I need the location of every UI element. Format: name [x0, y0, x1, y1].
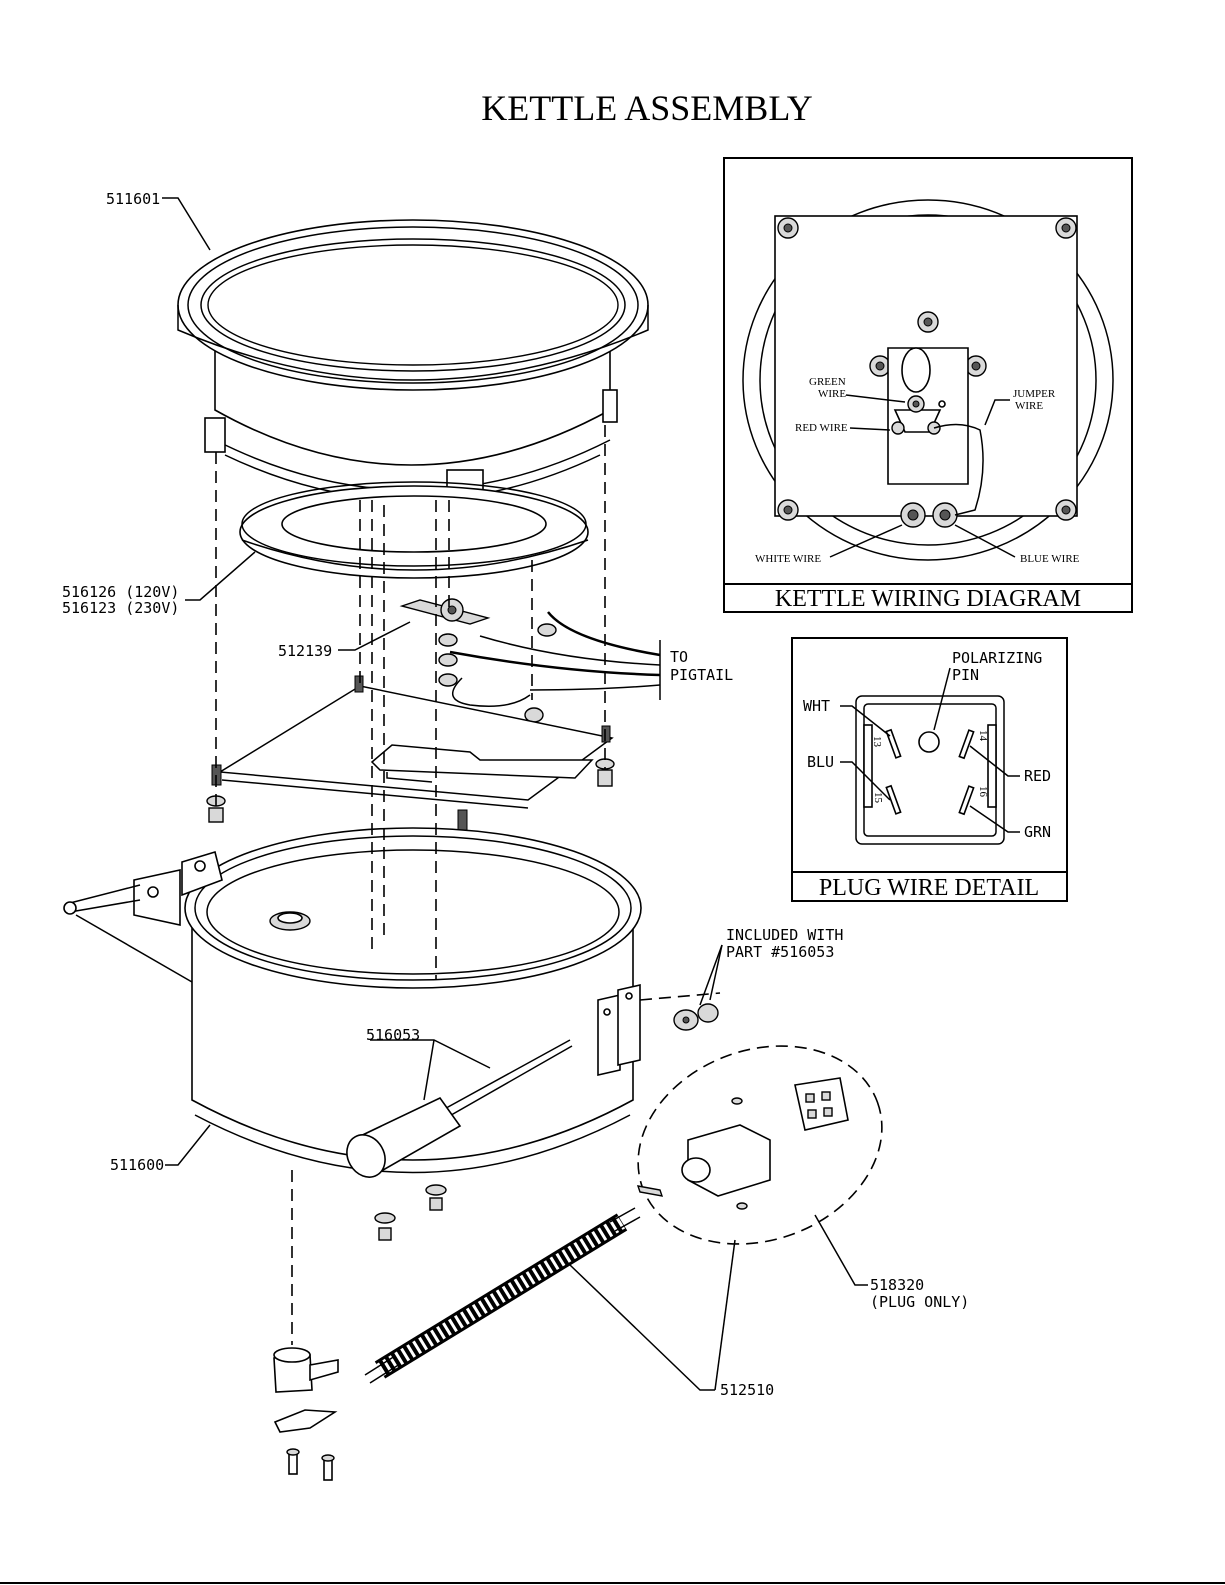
mounting-plate [220, 686, 612, 808]
label-pigtail: PIGTAIL [670, 666, 733, 684]
label-red-wire: RED WIRE [795, 422, 848, 434]
label-518320: 518320 [870, 1276, 924, 1294]
lower-nuts [375, 1185, 446, 1240]
label-included-2: PART #516053 [726, 943, 834, 961]
leader-512139 [338, 622, 410, 650]
leader-512510-b [715, 1240, 735, 1390]
label-plug-only: (PLUG ONLY) [870, 1293, 969, 1311]
leader-511601 [162, 198, 210, 250]
label-white-wire: WHITE WIRE [755, 553, 821, 565]
pin-14: 14 [977, 730, 989, 742]
plug-wire-detail-panel: POLARIZING PIN WHT BLU RED GRN 13 14 15 … [792, 638, 1067, 901]
label-516053: 516053 [366, 1026, 420, 1044]
leader-511600 [165, 1125, 210, 1165]
label-blu: BLU [807, 753, 834, 771]
label-512139: 512139 [278, 642, 332, 660]
label-polarizing: POLARIZING [952, 649, 1042, 667]
label-511600: 511600 [110, 1156, 164, 1174]
pin-13: 13 [871, 736, 883, 748]
label-green-wire-2: WIRE [818, 388, 846, 400]
label-516123: 516123 (230V) [62, 599, 179, 617]
bottom-thermostat-clamp [274, 1348, 338, 1480]
plug-518320 [638, 1078, 848, 1209]
label-green-wire-1: GREEN [809, 376, 846, 388]
element-512510 [365, 1208, 640, 1383]
pin-15: 15 [872, 792, 884, 804]
leader-516126 [185, 552, 255, 600]
leader-518320 [815, 1215, 868, 1285]
label-to: TO [670, 648, 688, 666]
label-red: RED [1024, 767, 1051, 785]
coupling-centerline [640, 993, 720, 1000]
wiring-diagram-panel: GREEN WIRE RED WIRE JUMPER WIRE WHITE WI… [724, 158, 1132, 612]
label-grn: GRN [1024, 823, 1051, 841]
label-511601: 511601 [106, 190, 160, 208]
page-title: KETTLE ASSEMBLY [481, 88, 812, 128]
lid-511601 [178, 220, 648, 502]
label-included-1: INCLUDED WITH [726, 926, 843, 944]
label-jumper-wire-1: JUMPER [1013, 388, 1056, 400]
plug-detail-caption: PLUG WIRE DETAIL [819, 875, 1039, 901]
label-wht: WHT [803, 697, 830, 715]
pin-16: 16 [977, 786, 989, 798]
label-jumper-wire-2: WIRE [1015, 400, 1043, 412]
label-polarizing-pin: PIN [952, 666, 979, 684]
label-blue-wire: BLUE WIRE [1020, 553, 1080, 565]
label-512510: 512510 [720, 1381, 774, 1399]
wiring-diagram-caption: KETTLE WIRING DIAGRAM [775, 586, 1081, 612]
leader-512510-a [570, 1265, 715, 1390]
heater-ring [240, 482, 588, 578]
pigtail-wires [450, 612, 660, 706]
